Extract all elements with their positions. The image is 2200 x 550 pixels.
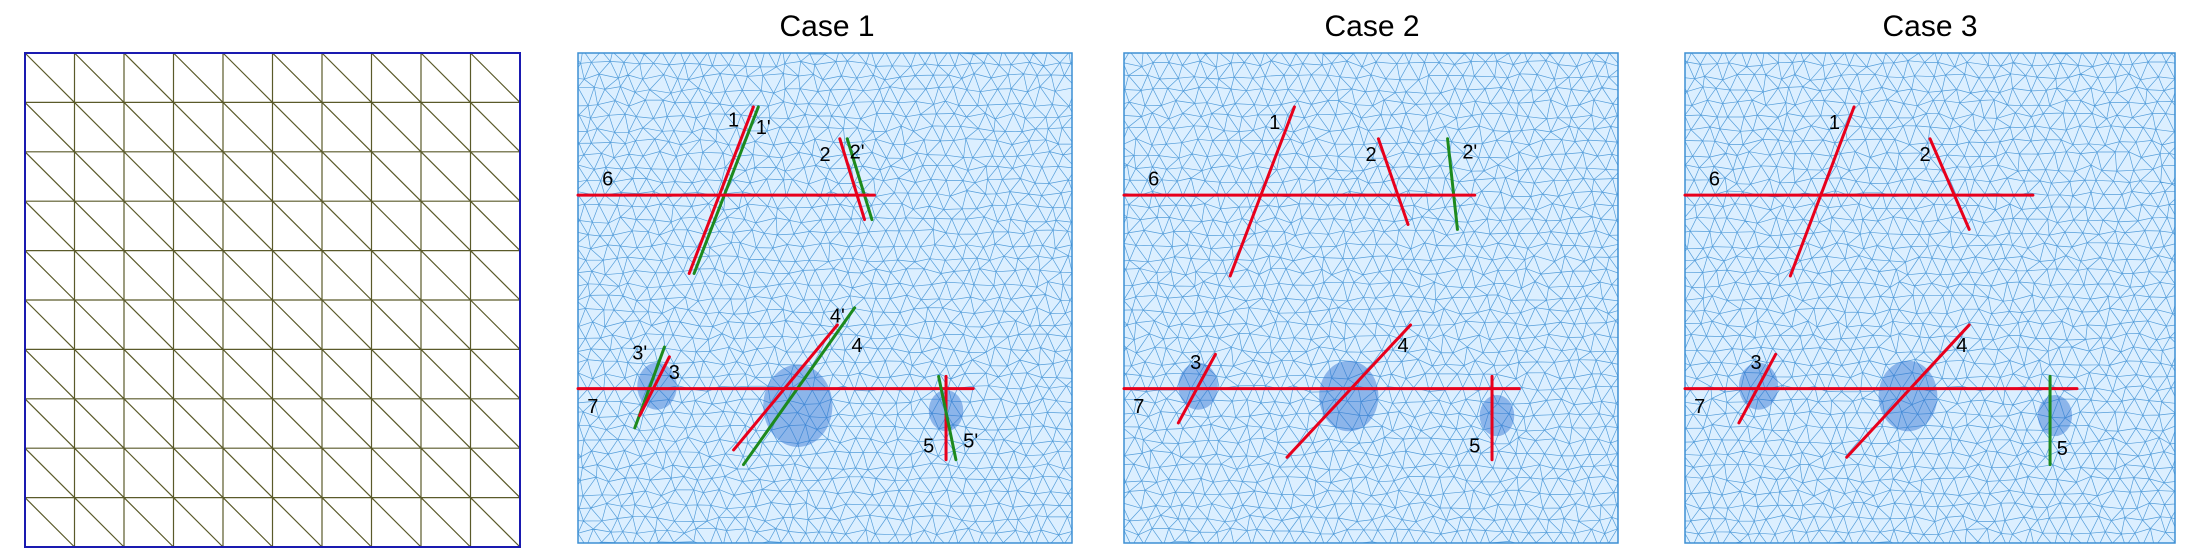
fracture-line-2p <box>1446 137 1459 231</box>
fracture-line-1p <box>692 105 760 275</box>
fracture-line-1 <box>1788 105 1856 278</box>
fracture-label-4: 4 <box>1398 335 1409 357</box>
fracture-label-1: 1 <box>1829 112 1840 134</box>
fracture-label-6: 6 <box>602 168 613 190</box>
fracture-line-2 <box>1376 137 1410 226</box>
mesh-refinement-zone <box>763 364 833 447</box>
case-3-title: Case 3 <box>1882 10 1977 43</box>
fracture-line-3 <box>638 355 671 418</box>
fracture-line-4 <box>1845 323 1971 459</box>
fracture-label-3: 3 <box>1750 352 1761 374</box>
case-2-title: Case 2 <box>1324 10 1419 43</box>
fracture-label-4: 4 <box>852 335 863 357</box>
fracture-label-2p: 2' <box>1462 141 1477 163</box>
fracture-label-5p: 5' <box>963 430 978 452</box>
triangular-mesh <box>1685 53 2175 543</box>
mesh-refinement-zone <box>2037 395 2073 437</box>
fracture-label-5: 5 <box>2057 438 2068 460</box>
fracture-label-3p: 3' <box>632 342 647 364</box>
fracture-label-7: 7 <box>1133 396 1144 418</box>
fracture-label-6: 6 <box>1709 168 1720 190</box>
fracture-line-1 <box>1228 105 1296 278</box>
fracture-line-2 <box>1928 137 1971 231</box>
case-2-panel: Case 2 1 2 2' 6 4 3 7 5 <box>1122 10 1619 544</box>
fracture-label-3: 3 <box>1190 352 1201 374</box>
fracture-label-3: 3 <box>669 362 680 384</box>
fracture-label-1: 1 <box>728 110 739 132</box>
mesh-frame <box>577 52 1073 544</box>
grid-frame <box>24 52 521 548</box>
mesh-refinement-zone <box>1319 360 1379 432</box>
fracture-label-2: 2 <box>819 144 830 166</box>
triangular-mesh <box>578 53 1072 543</box>
fracture-label-2: 2 <box>1365 144 1376 166</box>
grid-mesh-path <box>24 52 521 548</box>
fracture-label-5: 5 <box>1469 435 1480 457</box>
mesh-frame <box>1684 52 2176 544</box>
fracture-label-4: 4 <box>1956 335 1967 357</box>
fracture-line-1 <box>687 105 755 275</box>
fracture-label-6: 6 <box>1148 168 1159 190</box>
mesh-frame <box>1123 52 1619 544</box>
fracture-label-4p: 4' <box>830 306 845 328</box>
fracture-label-5: 5 <box>923 435 934 457</box>
mesh-refinement-zone <box>1479 395 1515 437</box>
fracture-label-7: 7 <box>1694 396 1705 418</box>
fracture-label-7: 7 <box>587 396 598 418</box>
fracture-label-2p: 2' <box>850 141 865 163</box>
fracture-label-1p: 1' <box>756 117 771 139</box>
grid-lines <box>24 52 521 548</box>
fracture-label-2: 2 <box>1920 144 1931 166</box>
fracture-line-2 <box>838 137 867 222</box>
fracture-line-4 <box>1285 323 1413 459</box>
mesh-refinement-zone <box>1878 360 1938 432</box>
case-1-panel: Case 1 1 1' 2 2' 6 4' 4 3' 3 7 5 5' <box>576 10 1073 544</box>
fracture-line-4p <box>741 306 857 467</box>
case-3-panel: Case 3 1 2 6 4 3 7 5 <box>1683 10 2176 544</box>
triangular-mesh <box>1124 53 1618 543</box>
structured-grid-panel <box>24 52 521 548</box>
fracture-line-2p <box>845 137 874 222</box>
case-1-title: Case 1 <box>779 10 874 43</box>
fracture-line-5p <box>937 374 958 462</box>
fracture-label-1: 1 <box>1269 112 1280 134</box>
